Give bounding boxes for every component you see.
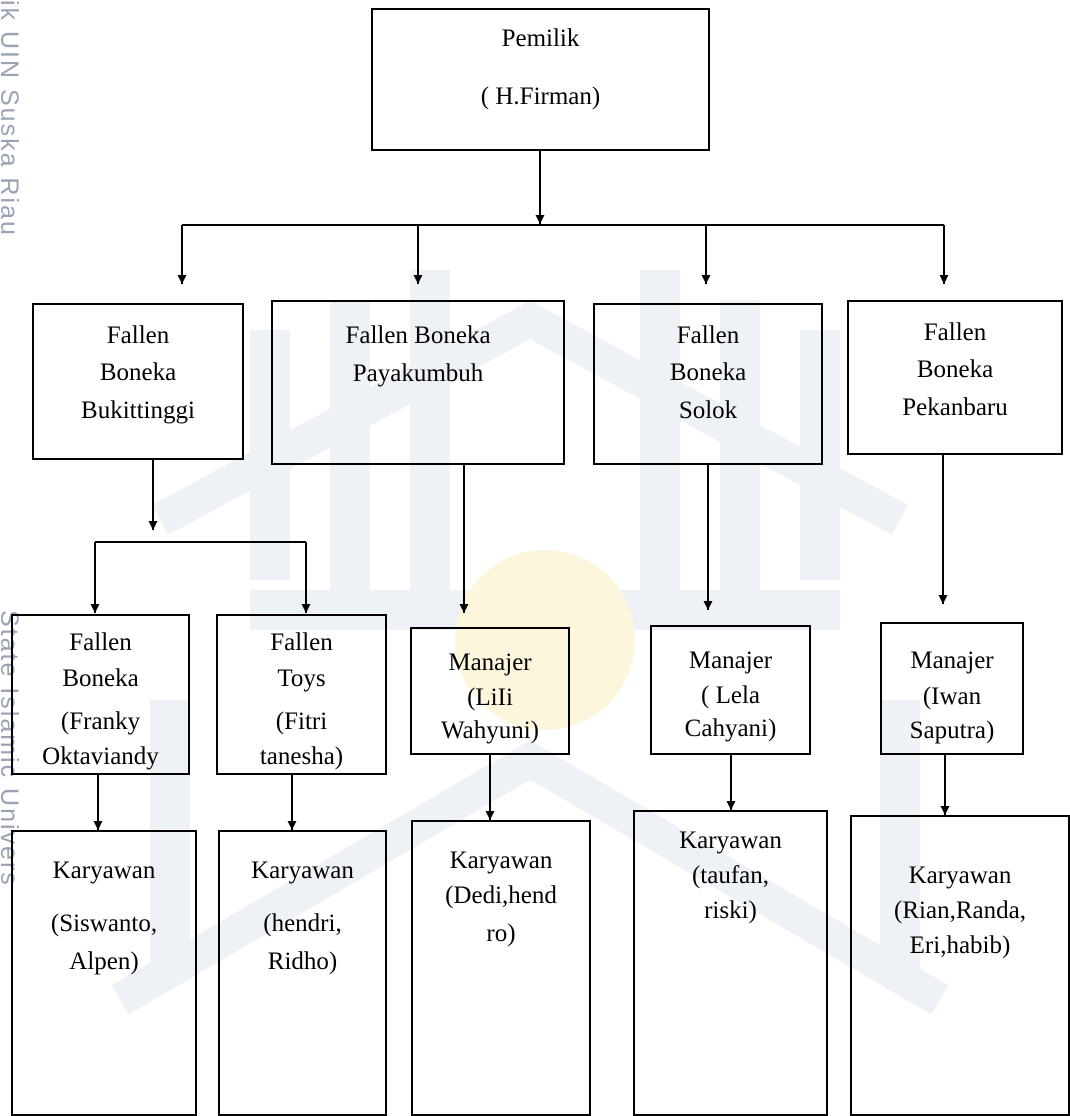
manager-solok-line-2: ( Lela [701, 682, 760, 709]
branch-bukittinggi-box: Fallen Boneka Bukittinggi [32, 303, 244, 460]
employee-solok-line-3: riski) [704, 897, 757, 924]
employee-pekanbaru-line-1: Karyawan [908, 862, 1012, 889]
employee-toys-line-2: (hendri, [263, 910, 342, 937]
manager-fallen-boneka-line-4: Oktaviandy [42, 743, 159, 770]
manager-solok-box: Manajer ( Lela Cahyani) [650, 625, 811, 755]
manager-solok-line-3: Cahyani) [684, 715, 777, 742]
manager-fallen-toys-line-3: (Fitri [275, 708, 328, 735]
employee-toys-box: Karyawan (hendri, Ridho) [218, 830, 387, 1116]
manager-fallen-boneka-box: Fallen Boneka (Franky Oktaviandy [11, 614, 190, 775]
branch-pekanbaru-line-1: Fallen [923, 319, 987, 346]
branch-payakumbuh-line-2: Payakumbuh [352, 360, 484, 387]
branch-payakumbuh-box: Fallen Boneka Payakumbuh [271, 300, 565, 465]
employee-solok-box: Karyawan (taufan, riski) [633, 810, 828, 1116]
employee-boneka-line-2: (Siswanto, [50, 910, 158, 937]
manager-fallen-toys-line-2: Toys [277, 665, 326, 692]
employee-payakumbuh-line-3: ro) [486, 920, 516, 947]
manager-fallen-toys-line-4: tanesha) [259, 743, 344, 770]
manager-payakumbuh-line-2: (LiIi [467, 684, 513, 711]
employee-pekanbaru-box: Karyawan (Rian,Randa, Eri,habib) [850, 815, 1070, 1116]
employee-toys-line-1: Karyawan [251, 857, 354, 884]
employee-payakumbuh-line-1: Karyawan [449, 847, 553, 874]
employee-solok-line-1: Karyawan [679, 827, 782, 854]
employee-pekanbaru-line-2: (Rian,Randa, [894, 897, 1026, 924]
manager-fallen-boneka-line-1: Fallen [69, 629, 132, 656]
manager-solok-line-1: Manajer [688, 647, 773, 674]
watermark-vertical-text: ik UIN Suska Riau [0, 0, 23, 237]
branch-solok-line-1: Fallen [676, 322, 740, 349]
employee-payakumbuh-box: Karyawan (Dedi,hend ro) [411, 820, 591, 1116]
employee-boneka-line-3: Alpen) [69, 948, 139, 975]
branch-solok-line-2: Boneka [669, 359, 747, 386]
employee-solok-line-2: (taufan, [691, 862, 770, 889]
manager-pekanbaru-line-3: Saputra) [909, 717, 995, 744]
employee-boneka-line-1: Karyawan [52, 857, 156, 884]
branch-solok-line-3: Solok [678, 397, 738, 424]
branch-bukittinggi-line-3: Bukittinggi [81, 397, 195, 424]
owner-name: ( H.Firman) [480, 83, 601, 110]
manager-fallen-boneka-line-2: Boneka [62, 665, 139, 692]
owner-box: Pemilik ( H.Firman) [371, 8, 710, 151]
branch-bukittinggi-line-2: Boneka [99, 359, 177, 386]
manager-fallen-toys-box: Fallen Toys (Fitri tanesha) [216, 614, 387, 775]
manager-payakumbuh-line-1: Manajer [448, 649, 532, 676]
employee-payakumbuh-line-2: (Dedi,hend [445, 882, 557, 909]
branch-solok-box: Fallen Boneka Solok [593, 303, 823, 465]
branch-pekanbaru-line-3: Pekanbaru [902, 394, 1008, 421]
watermark-text-top: ik UIN Suska Riau [0, 0, 23, 237]
branch-bukittinggi-line-1: Fallen [106, 322, 170, 349]
manager-fallen-toys-line-1: Fallen [270, 629, 333, 656]
owner-title: Pemilik [501, 25, 580, 52]
manager-payakumbuh-line-3: Wahyuni) [441, 717, 539, 744]
manager-pekanbaru-line-1: Manajer [910, 647, 994, 674]
manager-pekanbaru-box: Manajer (Iwan Saputra) [880, 622, 1024, 755]
employee-boneka-box: Karyawan (Siswanto, Alpen) [11, 830, 197, 1116]
branch-pekanbaru-box: Fallen Boneka Pekanbaru [847, 300, 1063, 455]
manager-pekanbaru-line-2: (Iwan [922, 683, 982, 710]
branch-payakumbuh-line-1: Fallen Boneka [345, 322, 491, 349]
manager-payakumbuh-box: Manajer (LiIi Wahyuni) [410, 627, 570, 755]
branch-pekanbaru-line-2: Boneka [916, 356, 994, 383]
manager-fallen-boneka-line-3: (Franky [60, 708, 141, 735]
employee-pekanbaru-line-3: Eri,habib) [909, 932, 1011, 959]
employee-toys-line-3: Ridho) [267, 948, 338, 975]
